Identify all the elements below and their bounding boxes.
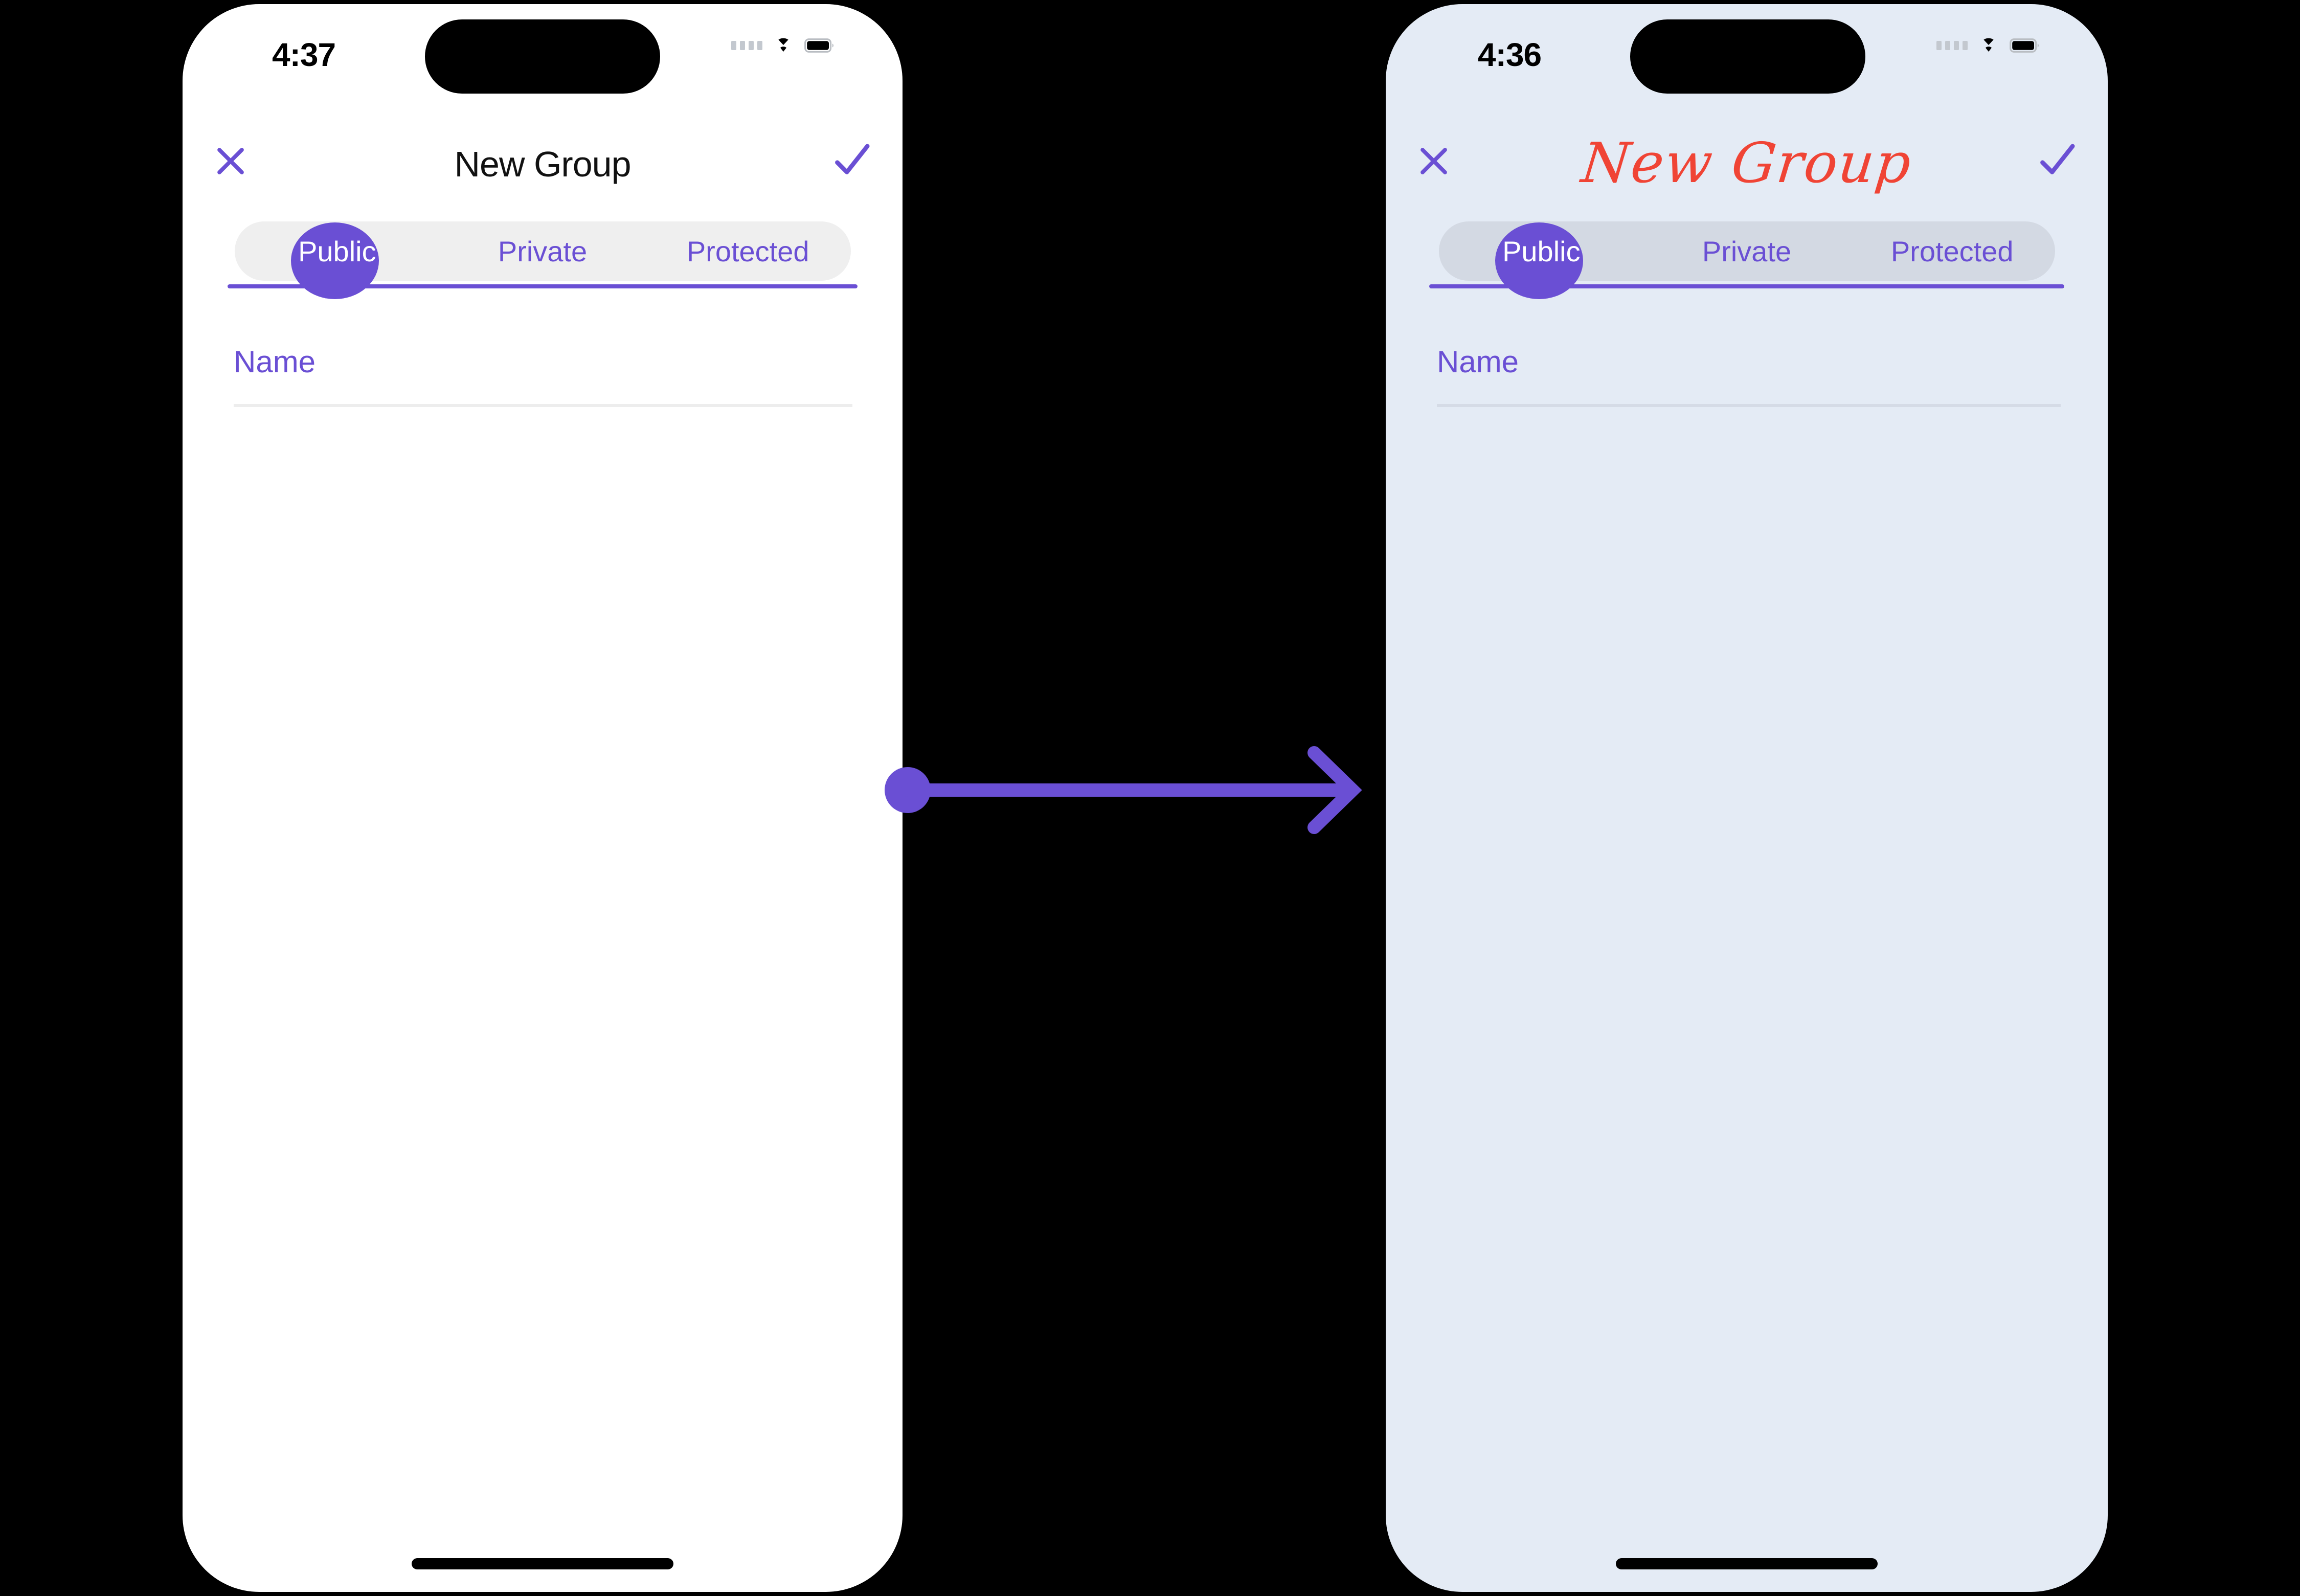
tab-private[interactable]: Private xyxy=(1702,235,1792,267)
tabs-underline xyxy=(1429,284,2064,288)
status-time: 4:37 xyxy=(272,36,336,73)
wifi-icon xyxy=(778,38,788,52)
confirm-button[interactable] xyxy=(2032,134,2082,185)
signal-dots-icon xyxy=(731,41,762,50)
status-time: 4:36 xyxy=(1478,36,1542,73)
status-bar-before: 4:37 xyxy=(183,4,903,106)
close-button[interactable] xyxy=(208,139,253,184)
tab-private[interactable]: Private xyxy=(498,235,588,267)
tab-protected[interactable]: Protected xyxy=(1890,235,2014,267)
battery-full-icon xyxy=(804,38,834,53)
name-field-underline xyxy=(234,404,852,407)
tabs-pill-container: Public Private Protected xyxy=(234,221,851,299)
name-field-group[interactable]: Name xyxy=(234,344,852,407)
segmented-tabs-before: Public Private Protected xyxy=(183,221,903,299)
name-field-underline xyxy=(1437,404,2061,407)
close-x-icon xyxy=(1420,148,1447,174)
wifi-icon xyxy=(1983,38,1994,52)
status-bar-after: 4:36 xyxy=(1386,4,2108,106)
tab-selection-indicator xyxy=(1495,222,1583,299)
tabs-pill-container: Public Private Protected xyxy=(1438,221,2055,299)
home-indicator xyxy=(412,1558,673,1569)
navigation-bar-before: New Group xyxy=(183,124,903,204)
tab-protected[interactable]: Protected xyxy=(686,235,809,267)
confirm-button[interactable] xyxy=(827,134,877,185)
checkmark-icon xyxy=(835,144,870,174)
close-button[interactable] xyxy=(1411,139,1456,184)
dynamic-island xyxy=(1630,19,1865,94)
segmented-tabs-after: Public Private Protected xyxy=(1386,221,2108,299)
name-field-group[interactable]: Name xyxy=(1437,344,2061,407)
page-title: New Group xyxy=(1579,131,1915,195)
status-indicators xyxy=(1936,35,2041,56)
phone-screen-before: 4:37 New Group xyxy=(183,4,903,1592)
signal-dots-icon xyxy=(1936,41,1968,50)
phone-screen-after: 4:36 New Group xyxy=(1386,4,2108,1592)
checkmark-icon xyxy=(2040,144,2075,174)
name-input-placeholder[interactable]: Name xyxy=(1437,345,1519,379)
tab-public[interactable]: Public xyxy=(1502,235,1581,267)
transition-arrow xyxy=(885,746,1362,834)
name-input-placeholder[interactable]: Name xyxy=(234,345,316,379)
close-x-icon xyxy=(217,148,244,174)
dynamic-island xyxy=(425,19,660,94)
tab-public[interactable]: Public xyxy=(298,235,376,267)
tabs-underline xyxy=(228,284,858,288)
arrow-head-icon xyxy=(1307,746,1362,834)
home-indicator xyxy=(1616,1558,1878,1569)
tab-selection-indicator xyxy=(290,222,379,299)
status-indicators xyxy=(731,35,836,56)
page-title: New Group xyxy=(454,144,631,184)
battery-full-icon xyxy=(2010,38,2039,53)
navigation-bar-after: New Group xyxy=(1386,124,2108,204)
